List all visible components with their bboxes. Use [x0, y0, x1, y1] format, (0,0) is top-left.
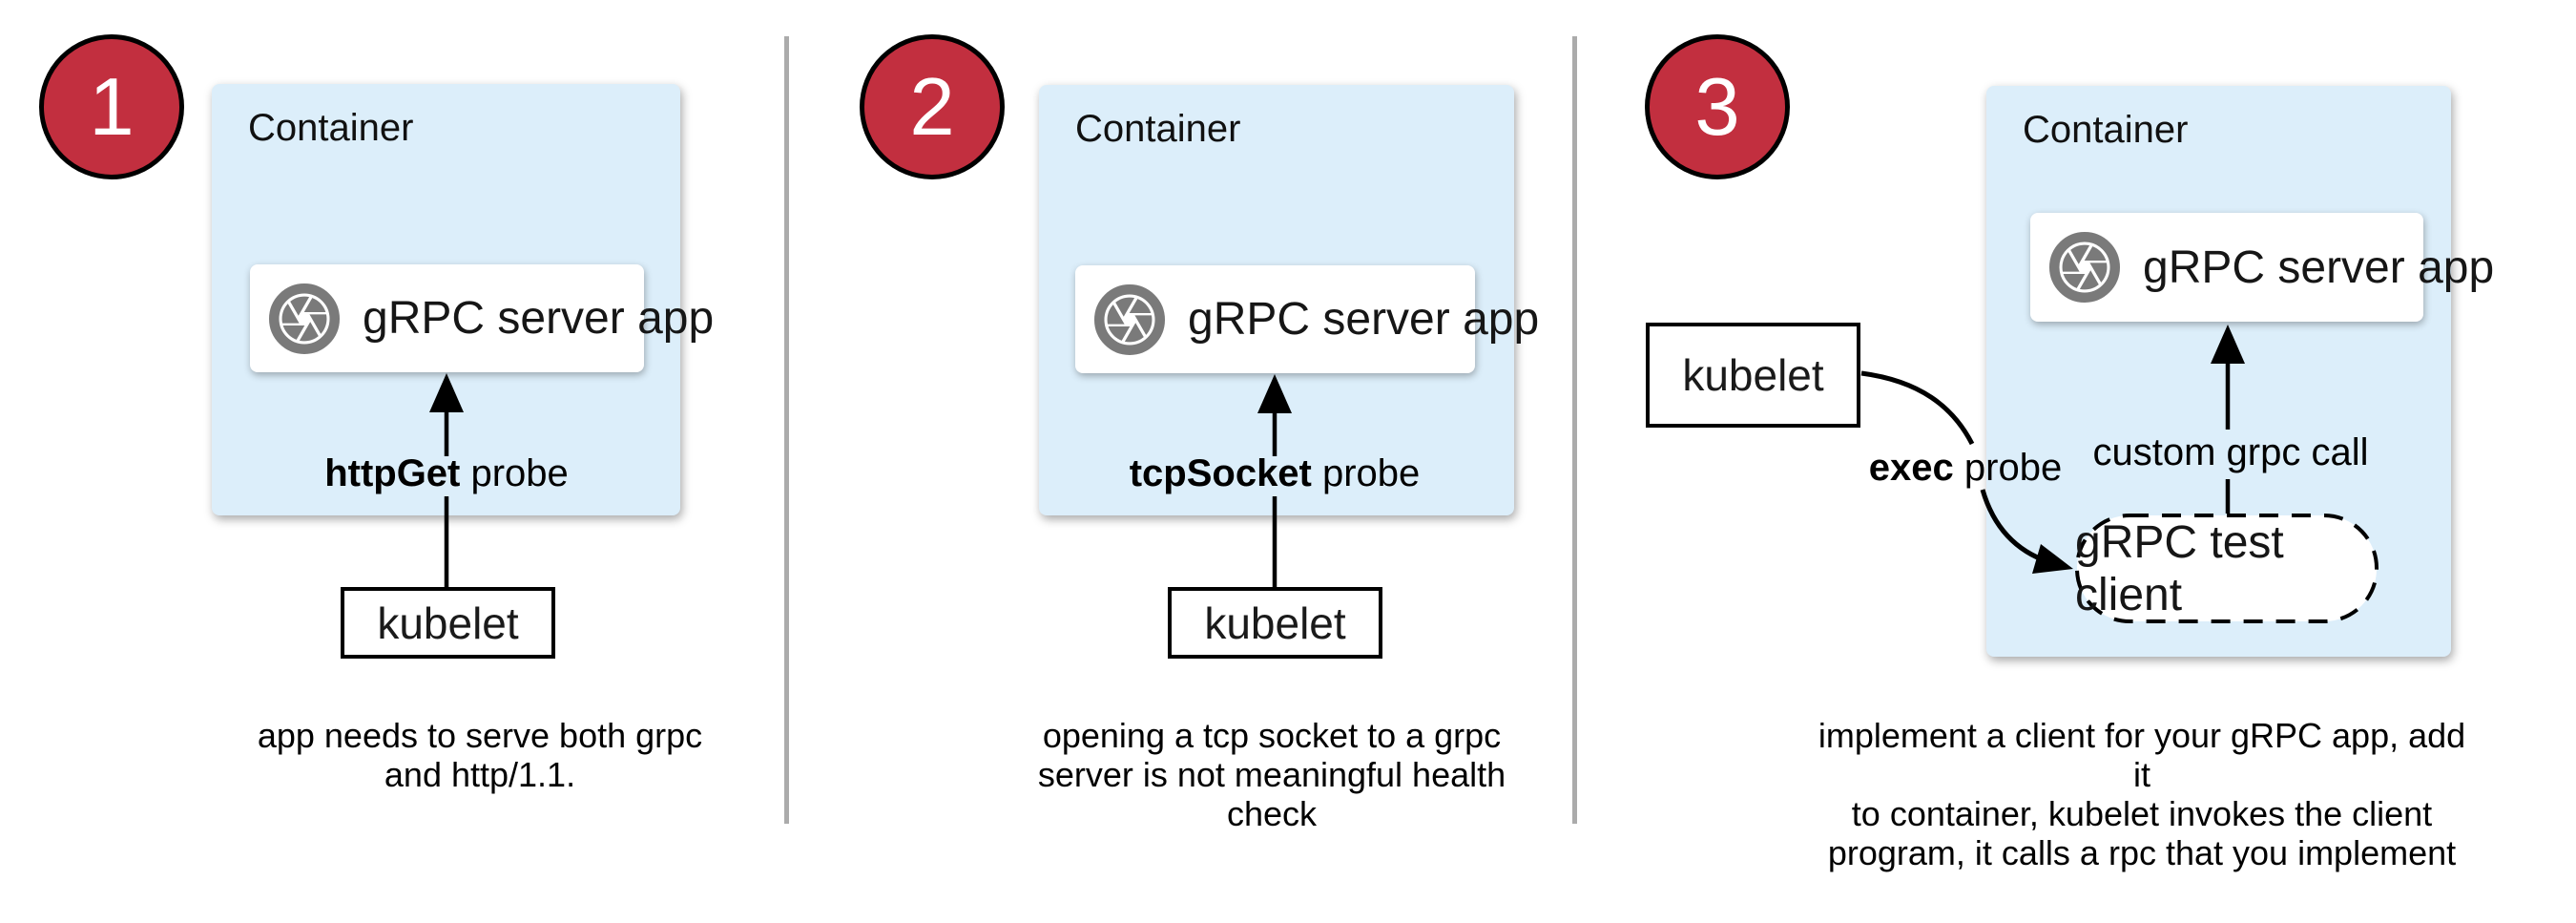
kubelet-box-3: kubelet	[1646, 323, 1860, 428]
step-3-badge: 3	[1645, 34, 1790, 179]
caption-2: opening a tcp socket to a grpc server is…	[938, 716, 1606, 833]
probe-type-bold: exec	[1868, 447, 1954, 489]
caption-line: opening a tcp socket to a grpc	[1042, 716, 1502, 755]
caption-line: implement a client for your gRPC app, ad…	[1818, 716, 2466, 794]
probe-type-bold: httpGet	[324, 452, 461, 494]
probe-type-bold: tcpSocket	[1129, 452, 1312, 494]
step-1-badge: 1	[39, 34, 184, 179]
caption-line: to container, kubelet invokes the client	[1851, 794, 2433, 833]
caption-line: program, it calls a rpc that you impleme…	[1827, 833, 2457, 872]
tcpsocket-probe-label: tcpSocket probe	[1036, 452, 1513, 494]
container-label: Container	[248, 107, 414, 149]
caption-line: and http/1.1.	[384, 755, 576, 794]
kubelet-box-2: kubelet	[1168, 587, 1382, 659]
grpc-server-app-box-2: gRPC server app	[1075, 265, 1539, 373]
custom-grpc-call-label: custom grpc call	[2092, 431, 2369, 473]
grpc-test-client-label: gRPC test client	[2075, 516, 2284, 620]
camera-aperture-icon	[1094, 283, 1165, 355]
grpc-server-app-label: gRPC server app	[363, 293, 715, 344]
kubelet-box-1: kubelet	[341, 587, 555, 659]
caption-1: app needs to serve both grpc and http/1.…	[146, 716, 814, 794]
container-label: Container	[1075, 108, 1241, 150]
caption-line: server is not meaningful health	[1037, 755, 1506, 794]
divider-1	[784, 36, 789, 824]
grpc-server-app-label: gRPC server app	[2143, 241, 2495, 293]
container-label: Container	[2023, 109, 2189, 151]
caption-line: app needs to serve both grpc	[257, 716, 703, 755]
grpc-server-app-box-1: gRPC server app	[250, 264, 714, 372]
exec-probe-label: exec probe	[1727, 447, 2204, 489]
httpget-probe-label: httpGet probe	[208, 452, 685, 494]
step-2-badge: 2	[860, 34, 1005, 179]
divider-2	[1572, 36, 1577, 824]
grpc-server-app-box-3: gRPC server app	[2030, 213, 2494, 322]
caption-line: check	[1226, 794, 1318, 833]
camera-aperture-icon	[269, 283, 340, 354]
caption-3: implement a client for your gRPC app, ad…	[1808, 716, 2476, 872]
probe-word: probe	[1311, 452, 1421, 494]
probe-word: probe	[1953, 447, 2063, 489]
grpc-server-app-label: gRPC server app	[1188, 294, 1540, 345]
probe-word: probe	[460, 452, 569, 494]
camera-aperture-icon	[2049, 232, 2120, 303]
